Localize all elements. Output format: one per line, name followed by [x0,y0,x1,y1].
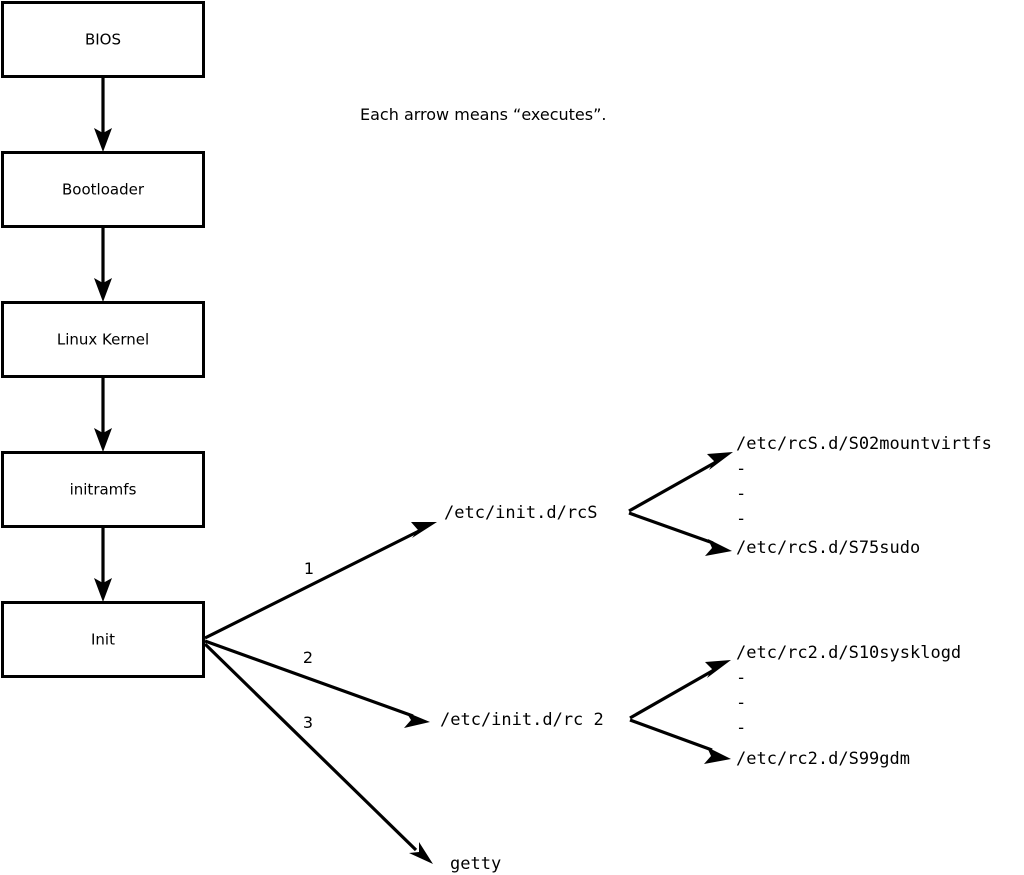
diagram-caption: Each arrow means “executes”. [360,105,606,124]
branch-number-3: 3 [303,713,313,732]
rcs-ellipsis-dash-2: - [736,484,746,504]
node-bootloader-rect [1,151,205,228]
arrow-rcs-to-first-script [628,452,733,513]
arrow-init-to-rcs [204,522,437,640]
rc2-ellipsis-dash-1: - [736,668,746,688]
node-bootloader-label: Bootloader [62,181,145,199]
rc2-ellipsis-dash-2: - [736,693,746,713]
node-initramfs[interactable]: initramfs [1,451,205,528]
rcs-ellipsis-dash-1: - [736,459,746,479]
arrow-init-to-rc2 [204,639,430,728]
arrow-rcs-to-last-script [628,511,732,556]
label-init-d-rcs: /etc/init.d/rcS [444,503,598,523]
label-rc2-script-last: /etc/rc2.d/S99gdm [736,749,910,769]
arrow-init-to-getty [203,642,433,864]
node-init-label: Init [91,631,115,649]
node-initramfs-label: initramfs [70,481,137,499]
arrow-bootloader-to-kernel [94,227,112,302]
node-linux-kernel-rect [1,301,205,378]
branch-number-1: 1 [304,559,314,578]
node-bootloader[interactable]: Bootloader [1,151,205,228]
arrow-initramfs-to-init [94,527,112,602]
node-initramfs-rect [1,451,205,528]
node-bios-label: BIOS [85,31,121,49]
arrow-kernel-to-initramfs [94,377,112,452]
branch-number-2: 2 [303,648,313,667]
rcs-ellipsis-dash-3: - [736,509,746,529]
node-linux-kernel[interactable]: Linux Kernel [1,301,205,378]
label-init-d-rc2: /etc/init.d/rc 2 [440,710,604,730]
label-rc2-script-first: /etc/rc2.d/S10sysklogd [736,643,961,663]
node-linux-kernel-label: Linux Kernel [57,331,149,349]
node-init[interactable]: Init [1,601,205,678]
label-getty: getty [450,854,501,874]
arrow-rc2-to-first-script [629,660,731,720]
node-bios-rect [1,1,205,78]
arrow-bios-to-bootloader [94,77,112,152]
node-init-rect [1,601,205,678]
rc2-ellipsis-dash-3: - [736,718,746,738]
arrow-rc2-to-last-script [629,718,731,764]
node-bios[interactable]: BIOS [1,1,205,78]
label-rcs-script-last: /etc/rcS.d/S75sudo [736,538,920,558]
label-rcs-script-first: /etc/rcS.d/S02mountvirtfs [736,434,992,454]
